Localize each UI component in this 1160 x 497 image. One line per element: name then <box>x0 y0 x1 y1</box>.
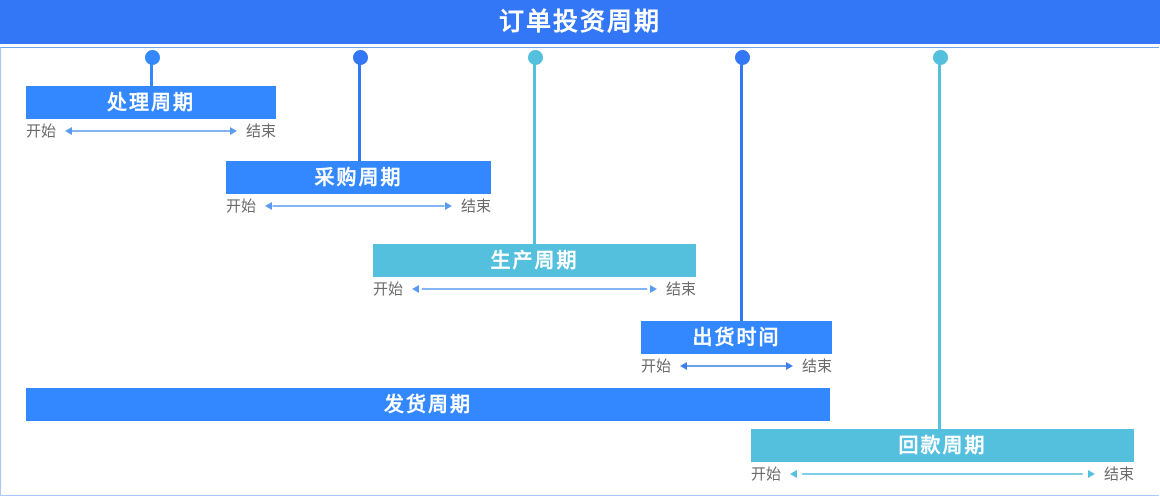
cycle-bar-label: 采购周期 <box>314 166 403 189</box>
cycle-endpoints-1: 开始 结束 <box>26 120 276 142</box>
arrow-head-right-icon <box>649 285 657 293</box>
marker-dot-icon[interactable] <box>528 50 543 65</box>
marker-connector-line <box>740 58 743 323</box>
cycle-bar-5[interactable]: 发货周期 <box>26 388 830 421</box>
cycle-bar-1[interactable]: 处理周期 <box>26 86 276 119</box>
endpoint-end-label: 结束 <box>1103 465 1134 483</box>
endpoint-end-label: 结束 <box>460 197 491 215</box>
chart-header: 订单投资周期 <box>0 0 1160 44</box>
cycle-bar-6[interactable]: 回款周期 <box>751 429 1134 462</box>
marker-connector-line <box>150 58 153 88</box>
cycle-bar-label: 生产周期 <box>490 249 579 272</box>
cycle-endpoints-6: 开始 结束 <box>751 463 1134 485</box>
cycle-bar-4[interactable]: 出货时间 <box>641 321 832 354</box>
arrow-head-right-icon <box>785 362 793 370</box>
arrow-head-left-icon <box>680 362 688 370</box>
cycle-bar-label: 处理周期 <box>107 91 195 114</box>
cycle-endpoints-4: 开始 结束 <box>641 355 832 377</box>
chart-canvas: 处理周期开始结束采购周期开始结束生产周期开始结束出货时间开始结束发货周期回款周期… <box>0 47 1159 496</box>
cycle-bar-label: 发货周期 <box>384 393 472 416</box>
cycle-bar-label: 回款周期 <box>898 434 987 457</box>
marker-connector-line <box>938 58 941 431</box>
cycle-bar-3[interactable]: 生产周期 <box>373 244 696 277</box>
endpoint-start-label: 开始 <box>373 280 404 298</box>
arrow-head-left-icon <box>790 470 798 478</box>
endpoint-start-label: 开始 <box>226 197 257 215</box>
endpoint-start-label: 开始 <box>641 357 672 375</box>
double-arrow-icon <box>265 200 452 212</box>
endpoint-end-label: 结束 <box>801 357 832 375</box>
endpoint-end-label: 结束 <box>245 122 276 140</box>
arrow-head-right-icon <box>229 127 237 135</box>
marker-connector-line <box>358 58 361 163</box>
endpoint-end-label: 结束 <box>665 280 696 298</box>
marker-dot-icon[interactable] <box>353 50 368 65</box>
arrow-head-left-icon <box>65 127 73 135</box>
cycle-bar-label: 出货时间 <box>692 326 781 349</box>
page-title: 订单投资周期 <box>498 7 661 36</box>
double-arrow-icon <box>65 125 237 137</box>
arrow-head-left-icon <box>412 285 420 293</box>
double-arrow-icon <box>412 283 657 295</box>
marker-dot-icon[interactable] <box>145 50 160 65</box>
cycle-bar-2[interactable]: 采购周期 <box>226 161 491 194</box>
cycle-endpoints-2: 开始 结束 <box>226 195 491 217</box>
endpoint-start-label: 开始 <box>751 465 782 483</box>
arrow-head-left-icon <box>265 202 273 210</box>
marker-dot-icon[interactable] <box>933 50 948 65</box>
arrow-head-right-icon <box>1087 470 1095 478</box>
double-arrow-icon <box>790 468 1095 480</box>
arrow-head-right-icon <box>444 202 452 210</box>
cycle-endpoints-3: 开始 结束 <box>373 278 696 300</box>
endpoint-start-label: 开始 <box>26 122 57 140</box>
double-arrow-icon <box>680 360 793 372</box>
marker-dot-icon[interactable] <box>735 50 750 65</box>
marker-connector-line <box>533 58 536 246</box>
